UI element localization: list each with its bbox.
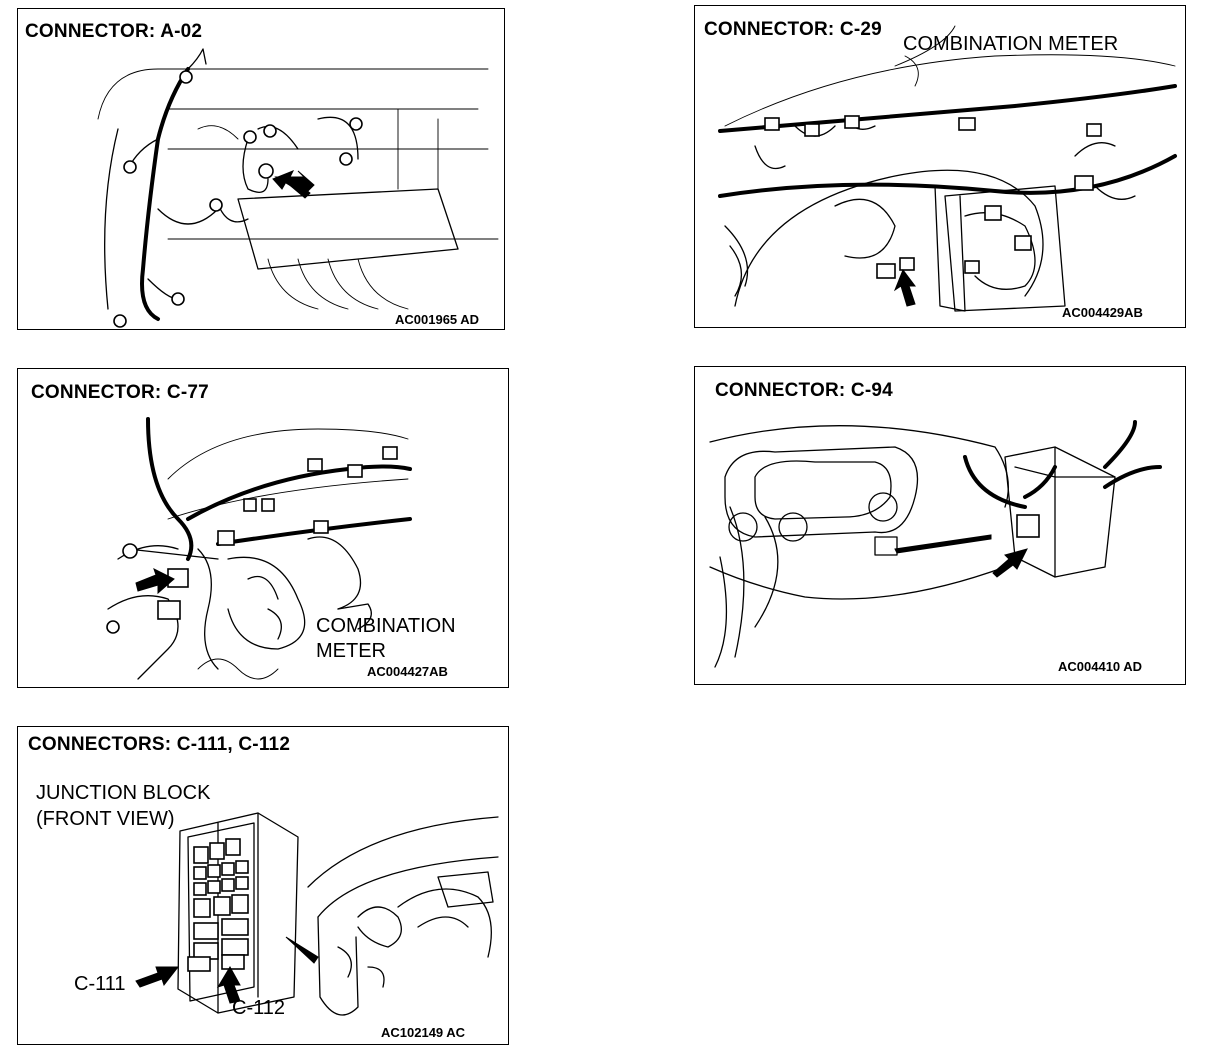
connector-plug (382, 446, 398, 460)
component-label: METER (316, 640, 386, 662)
panel-title: CONNECTOR: C-94 (715, 380, 893, 401)
connector-plug (263, 124, 277, 138)
figure-code: AC004410 AD (1058, 659, 1143, 674)
connector-plug (157, 600, 181, 620)
connector-plug (349, 117, 363, 131)
connector-c111 (187, 956, 211, 972)
connector-plug (874, 536, 898, 556)
callout-arrow (135, 568, 175, 595)
connector-plug (113, 314, 127, 328)
connector-plug (347, 464, 363, 478)
connector-plug (899, 257, 915, 271)
figure-code: AC102149 AC (381, 1025, 466, 1040)
connector-plug (844, 115, 860, 129)
connector-plug (313, 520, 329, 534)
connector-plug (984, 205, 1002, 221)
panel-title: CONNECTOR: A-02 (25, 21, 203, 42)
panel-title: CONNECTOR: C-77 (31, 382, 209, 403)
callout-c112-label: C-112 (232, 997, 285, 1019)
connector-plug (179, 70, 193, 84)
connector-plug (217, 530, 235, 546)
component-label: JUNCTION BLOCK (36, 782, 211, 804)
connector-plug (764, 117, 780, 131)
connector-plug (804, 123, 820, 137)
fuse-grid (193, 838, 249, 960)
connector-plug (958, 117, 976, 131)
connector-plug (307, 458, 323, 472)
pointer-arrow (285, 936, 319, 964)
connector-plug (243, 130, 257, 144)
leader-line (894, 534, 992, 554)
connector-plug (1086, 123, 1102, 137)
connector-plug (122, 543, 138, 559)
junction-block-illustration (135, 812, 499, 1016)
connector-plug (171, 292, 185, 306)
connector-plug (123, 160, 137, 174)
connector-a02 (258, 163, 274, 179)
figure-code: AC004429AB (1062, 305, 1143, 320)
connector-c94 (1016, 514, 1040, 538)
connector-plug (964, 260, 980, 274)
connector-c112 (221, 954, 245, 970)
component-label: COMBINATION METER (903, 33, 1119, 55)
panel-title: CONNECTOR: C-29 (704, 19, 882, 40)
callout-arrow (992, 548, 1028, 578)
connector-plug (209, 198, 223, 212)
panel-connector-a02: CONNECTOR: A-02 AC001965 AD (17, 8, 505, 330)
panel-connector-c94: CONNECTOR: C-94 AC004410 AD (694, 366, 1186, 685)
instrument-panel-illustration (709, 420, 1162, 668)
component-label: COMBINATION (316, 615, 456, 637)
connector-plug (106, 620, 120, 634)
engine-bay-illustration (97, 48, 499, 328)
panel-connector-c29: CONNECTOR: C-29 COMBINATION METER AC0044… (694, 5, 1186, 328)
dashboard-meter-illustration (106, 417, 412, 680)
connector-plug (1074, 175, 1094, 191)
callout-arrow-c112 (216, 966, 241, 1004)
panel-title: CONNECTORS: C-111, C-112 (28, 734, 291, 755)
callout-arrow-c111 (135, 966, 180, 988)
component-label: (FRONT VIEW) (36, 808, 175, 830)
connector-c29 (876, 263, 896, 279)
connector-plug (243, 498, 257, 512)
connector-plug (1014, 235, 1032, 251)
figure-code: AC001965 AD (395, 312, 480, 327)
connector-plug (261, 498, 275, 512)
dashboard-harness-illustration (718, 25, 1177, 312)
callout-c111-label: C-111 (74, 973, 126, 995)
connector-plug (339, 152, 353, 166)
figure-code: AC004427AB (367, 664, 448, 679)
panel-connectors-c111-c112: CONNECTORS: C-111, C-112 JUNCTION BLOCK … (17, 726, 509, 1045)
callout-arrow (893, 268, 916, 307)
panel-connector-c77: CONNECTOR: C-77 COMBINATION METER AC0044… (17, 368, 509, 688)
